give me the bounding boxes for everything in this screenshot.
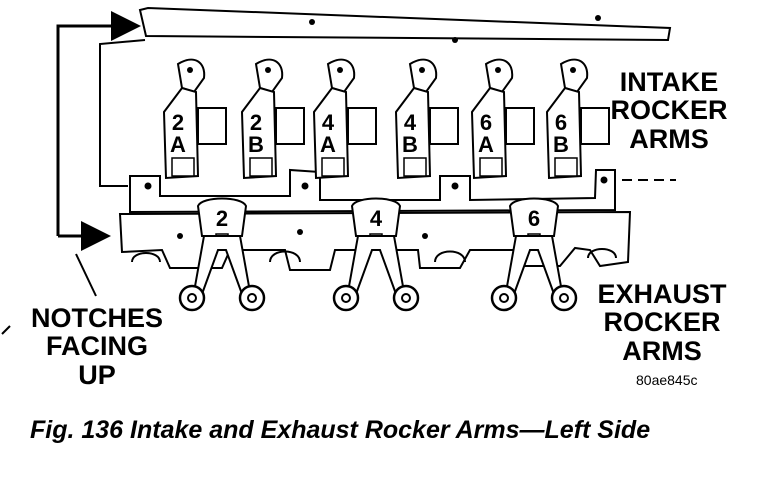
intake-rocker-arm: 4A bbox=[312, 58, 377, 180]
intake-arm-letter: A bbox=[170, 132, 186, 157]
exhaust-label-line: EXHAUST bbox=[597, 279, 727, 309]
exhaust-rocker-arms-label: EXHAUST ROCKER ARMS bbox=[582, 280, 742, 365]
intake-arm-number: 2 bbox=[172, 110, 184, 135]
intake-arm-letter: B bbox=[553, 132, 569, 157]
intake-rocker-arm: 4B bbox=[394, 58, 459, 180]
exhaust-label-line: ARMS bbox=[622, 335, 702, 366]
exhaust-arm-number: 6 bbox=[528, 206, 540, 231]
notches-facing-up-label: NOTCHES FACING UP bbox=[22, 304, 172, 389]
intake-arm-number: 6 bbox=[555, 110, 567, 135]
reference-code: 80ae845c bbox=[636, 372, 698, 388]
notches-label-line: FACING bbox=[45, 331, 148, 362]
intake-rocker-arm: 6B bbox=[545, 58, 610, 180]
intake-rocker-arm: 2A bbox=[162, 58, 227, 180]
arrow-to-rail bbox=[56, 11, 141, 236]
intake-arm-number: 2 bbox=[250, 110, 262, 135]
intake-label-line: ROCKER bbox=[610, 95, 728, 126]
exhaust-rocker-arm: 6 bbox=[490, 197, 578, 312]
intake-arm-number: 6 bbox=[480, 110, 492, 135]
exhaust-arm-number: 2 bbox=[216, 206, 228, 231]
top-rail bbox=[138, 6, 672, 43]
notches-label-line: UP bbox=[78, 359, 116, 390]
intake-arm-letter: A bbox=[320, 132, 336, 157]
intake-rocker-arm: 6A bbox=[470, 58, 535, 180]
intake-label-line: ARMS bbox=[629, 123, 709, 154]
notches-leader-line bbox=[75, 253, 97, 297]
exhaust-label-line: ROCKER bbox=[603, 307, 721, 338]
edge-tick-mark bbox=[1, 325, 11, 335]
intake-arm-number: 4 bbox=[404, 110, 417, 135]
intake-arm-letter: B bbox=[402, 132, 418, 157]
exhaust-rocker-arms: 2 4 6 bbox=[178, 197, 578, 312]
intake-rocker-arms-label: INTAKE ROCKER ARMS bbox=[594, 68, 744, 153]
bracket-line bbox=[99, 39, 146, 187]
notches-label-line: NOTCHES bbox=[30, 303, 163, 333]
intake-arm-number: 4 bbox=[322, 110, 335, 135]
exhaust-rocker-arm: 2 bbox=[178, 197, 266, 312]
exhaust-arm-number: 4 bbox=[370, 206, 383, 231]
intake-shaft bbox=[129, 168, 616, 214]
intake-arm-letter: A bbox=[478, 132, 494, 157]
figure-caption: Fig. 136 Intake and Exhaust Rocker Arms—… bbox=[30, 416, 651, 444]
intake-arm-letter: B bbox=[248, 132, 264, 157]
exhaust-rocker-arm: 4 bbox=[332, 197, 420, 312]
intake-label-line: INTAKE bbox=[619, 67, 719, 97]
intake-rocker-arm: 2B bbox=[240, 58, 305, 180]
